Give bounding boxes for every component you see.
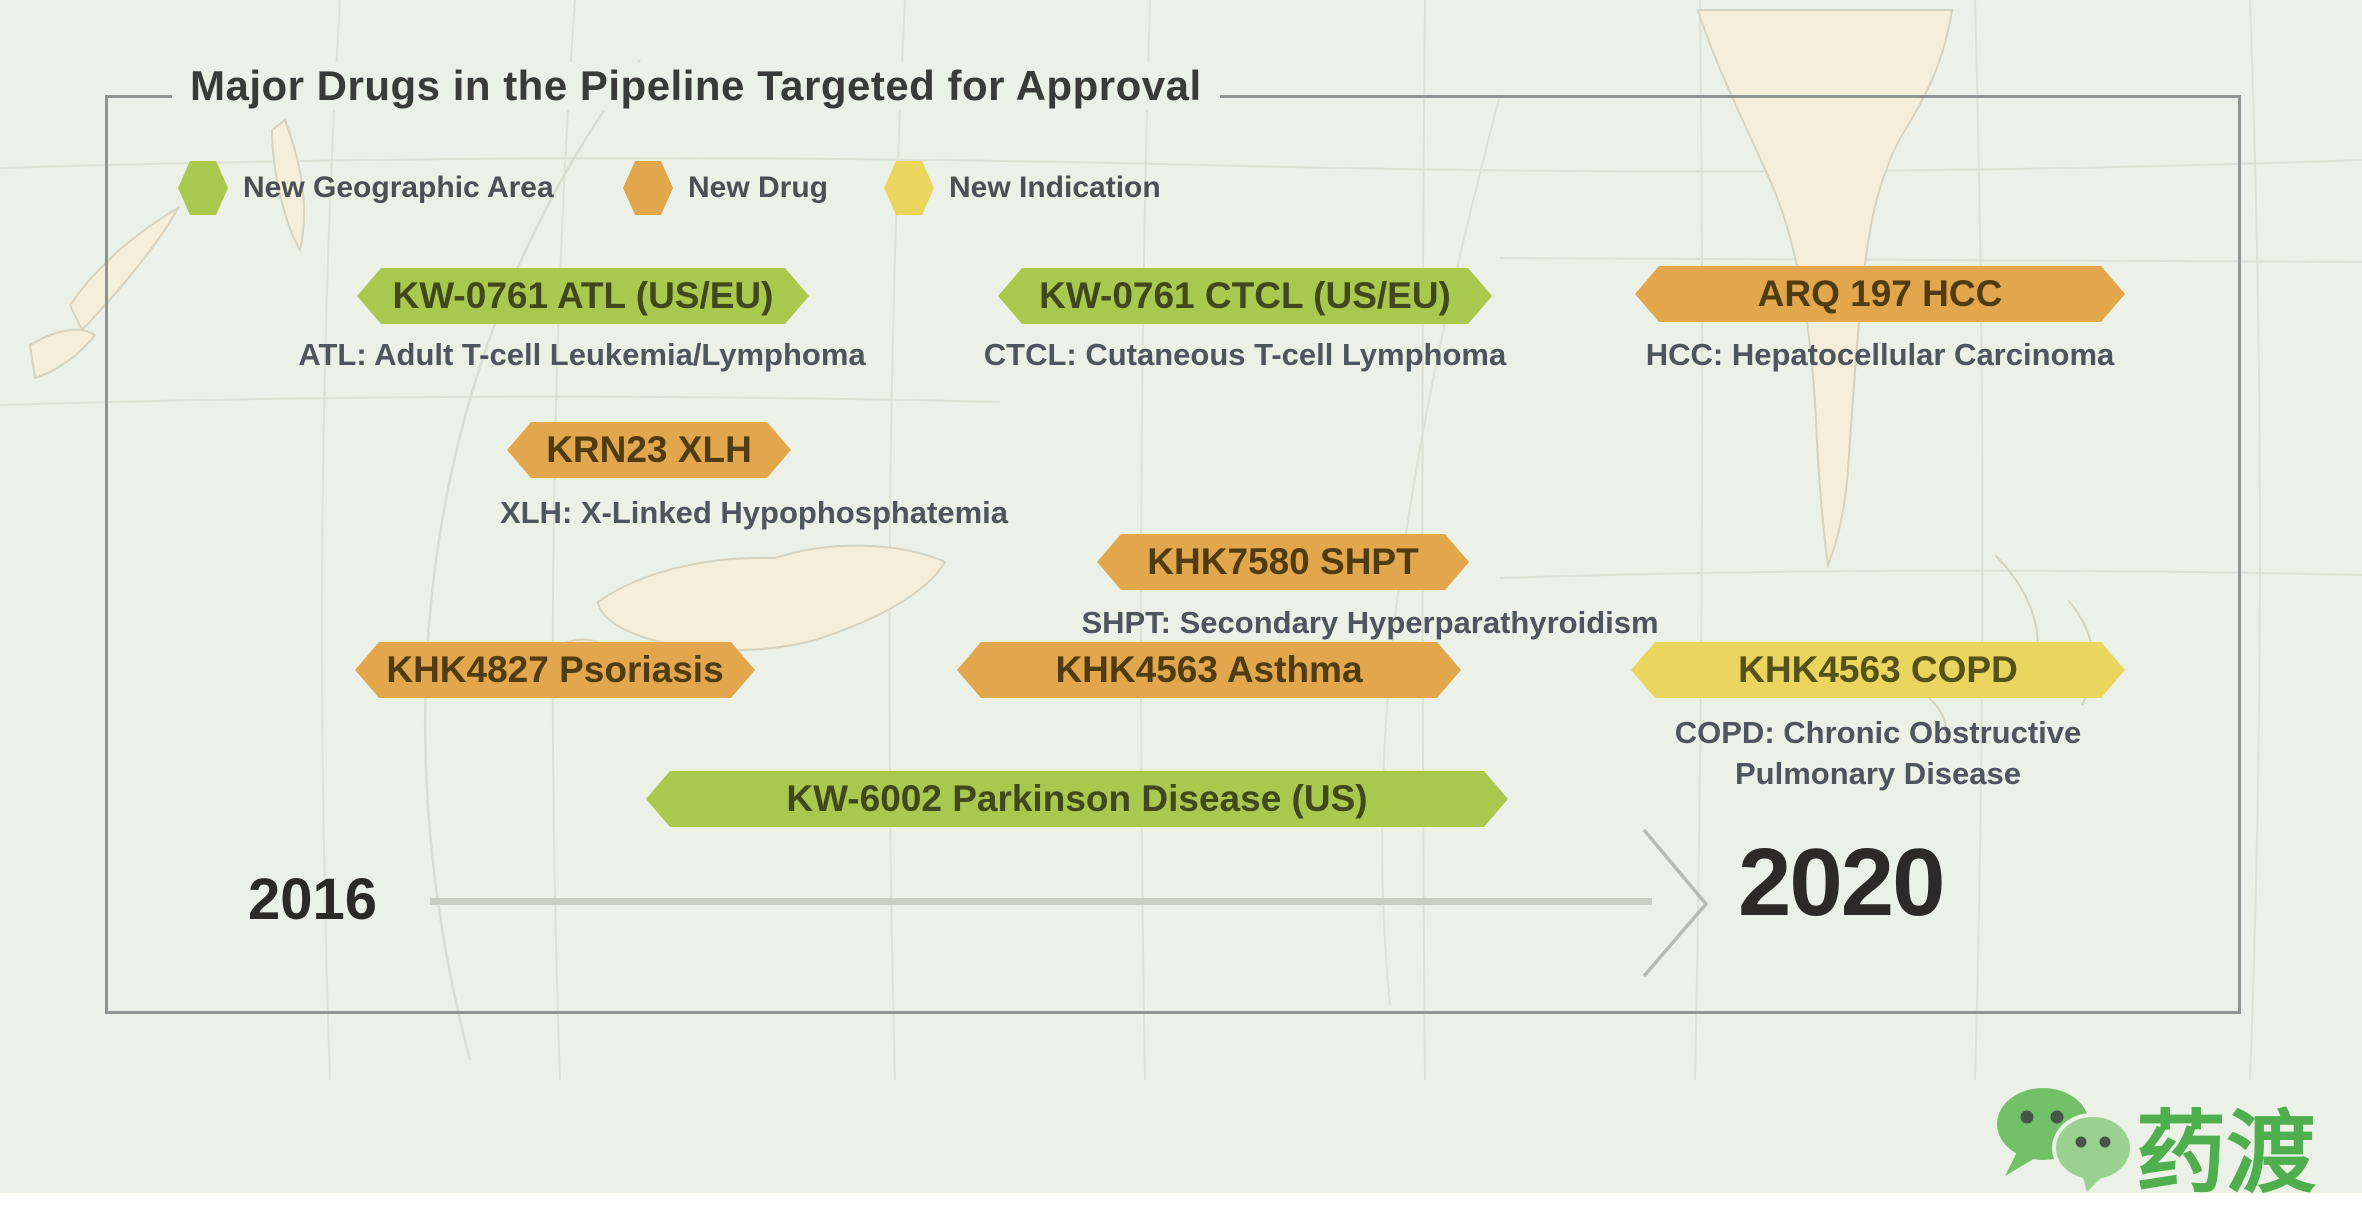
drug-caption-shpt: SHPT: Secondary Hyperparathyroidism bbox=[1081, 605, 1659, 640]
drug-pill-khk4563-copd: KHK4563 COPD bbox=[1631, 642, 2125, 698]
drug-pill-khk4827-psoriasis: KHK4827 Psoriasis bbox=[355, 642, 755, 698]
drug-caption-copd-line2: Pulmonary Disease bbox=[1734, 756, 2022, 791]
drug-pill-khk7580-shpt: KHK7580 SHPT bbox=[1097, 534, 1469, 590]
timeline-end-year: 2020 bbox=[1738, 829, 1946, 936]
drug-pill-khk4563-asthma: KHK4563 Asthma bbox=[957, 642, 1461, 698]
legend-item-new-indication: New Indication bbox=[884, 160, 1161, 216]
legend-label: New Geographic Area bbox=[243, 171, 554, 204]
drug-caption-copd-line1: COPD: Chronic Obstructive bbox=[1674, 715, 2082, 750]
drug-pill-arq197-hcc: ARQ 197 HCC bbox=[1635, 266, 2125, 322]
legend-item-new-geographic-area: New Geographic Area bbox=[178, 160, 554, 216]
timeline-axis-line bbox=[430, 898, 1652, 905]
bottom-white-strip bbox=[0, 1193, 2362, 1207]
yellow-hexagon-icon bbox=[884, 161, 934, 215]
page-title: Major Drugs in the Pipeline Targeted for… bbox=[172, 62, 1220, 110]
legend-label: New Indication bbox=[949, 171, 1161, 204]
orange-hexagon-icon bbox=[623, 161, 673, 215]
drug-caption-ctcl: CTCL: Cutaneous T-cell Lymphoma bbox=[983, 337, 1507, 372]
timeline-start-year: 2016 bbox=[248, 867, 378, 932]
chevron-right-icon bbox=[1642, 828, 1709, 978]
drug-pill-krn23-xlh: KRN23 XLH bbox=[507, 422, 791, 478]
drug-caption-atl: ATL: Adult T-cell Leukemia/Lymphoma bbox=[298, 337, 866, 372]
drug-pill-kw0761-ctcl: KW-0761 CTCL (US/EU) bbox=[998, 268, 1492, 324]
drug-caption-copd: COPD: Chronic Obstructive Pulmonary Dise… bbox=[1628, 712, 2128, 794]
green-hexagon-icon bbox=[178, 161, 228, 215]
drug-caption-hcc: HCC: Hepatocellular Carcinoma bbox=[1645, 337, 2115, 372]
wechat-chat-bubbles-icon bbox=[1997, 1088, 2134, 1192]
drug-pill-kw0761-atl: KW-0761 ATL (US/EU) bbox=[357, 268, 809, 324]
drug-caption-xlh: XLH: X-Linked Hypophosphatemia bbox=[499, 495, 1009, 530]
legend-item-new-drug: New Drug bbox=[623, 160, 828, 216]
brand-logo-text: 药渡 bbox=[2136, 1104, 2316, 1204]
drug-pill-kw6002-parkinson: KW-6002 Parkinson Disease (US) bbox=[646, 771, 1508, 827]
legend-label: New Drug bbox=[688, 171, 829, 204]
